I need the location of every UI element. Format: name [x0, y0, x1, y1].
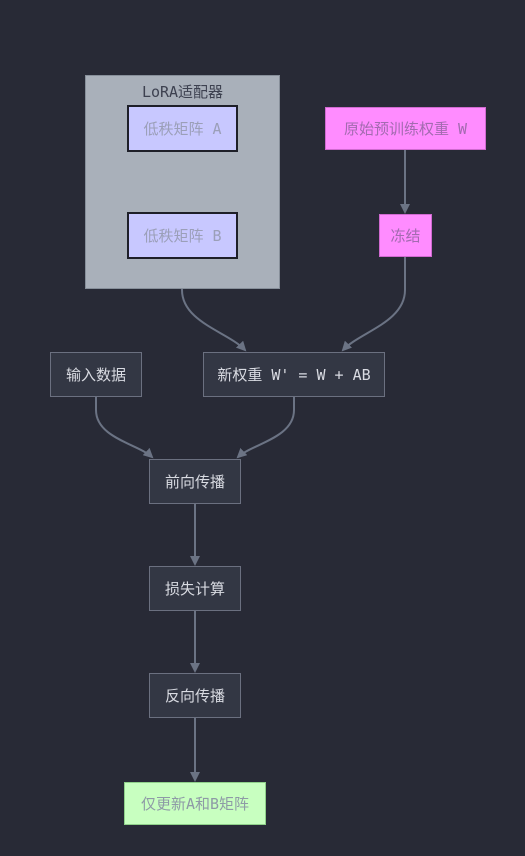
node-update-ab[interactable]: 仅更新A和B矩阵 [124, 782, 266, 825]
edge-input-to-forward [95, 397, 154, 459]
edge-freeze-to-newweight [341, 257, 406, 352]
node-lowrank-a[interactable]: 低秩矩阵 A [127, 105, 238, 152]
node-loss-computation[interactable]: 损失计算 [149, 566, 241, 611]
edge-b-to-newweight [181, 259, 247, 352]
node-freeze[interactable]: 冻结 [379, 214, 432, 257]
cluster-title: LoRA适配器 [141, 83, 224, 101]
node-pretrained-weight[interactable]: 原始预训练权重 W [325, 107, 486, 150]
edge-newweight-to-forward [236, 397, 295, 459]
node-forward-pass[interactable]: 前向传播 [149, 459, 241, 504]
node-input-data[interactable]: 输入数据 [50, 352, 142, 397]
node-backward-pass[interactable]: 反向传播 [149, 673, 241, 718]
node-lowrank-b[interactable]: 低秩矩阵 B [127, 212, 238, 259]
node-new-weight[interactable]: 新权重 W' = W + AB [203, 352, 385, 397]
